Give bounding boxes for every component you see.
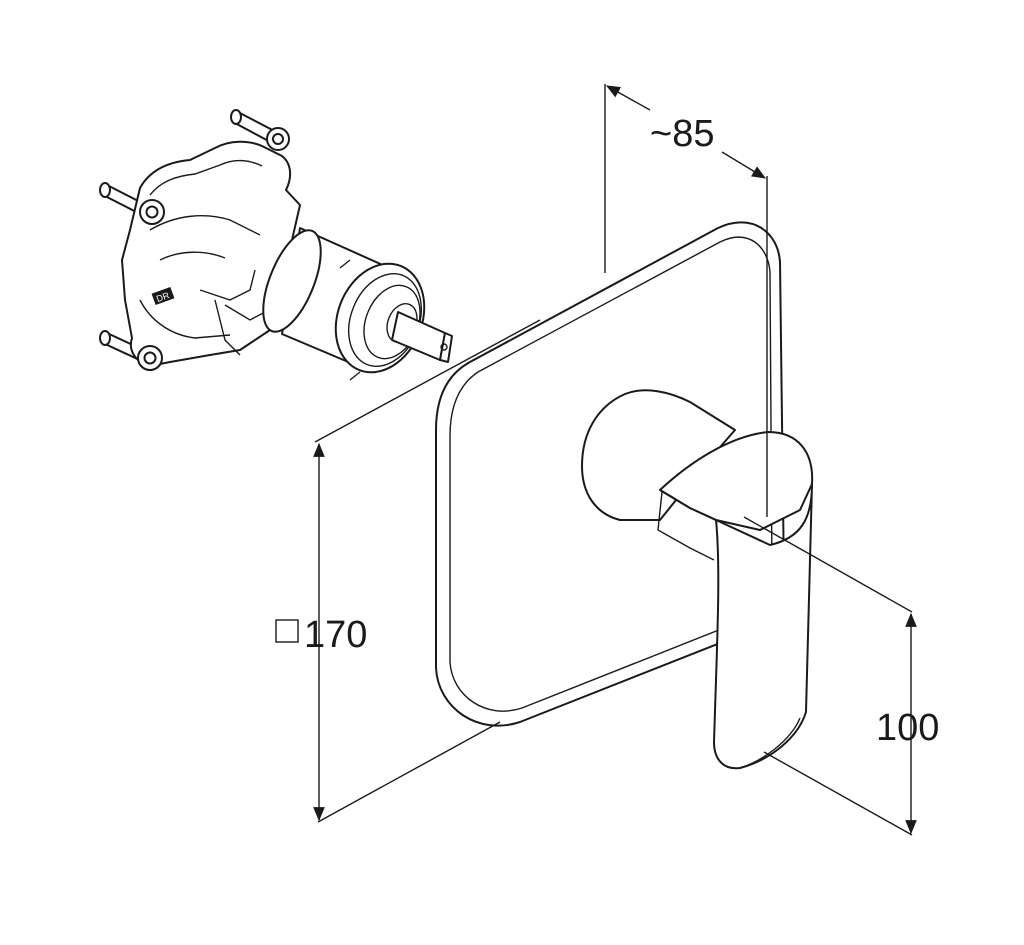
mixer-handle: [581, 389, 814, 770]
handle-lever-front: [659, 483, 813, 770]
svg-text:DR: DR: [155, 290, 171, 304]
washer-upper-left: [139, 199, 165, 225]
square-symbol-icon: [275, 619, 299, 643]
dimension-height: 100: [743, 516, 939, 836]
dimension-height-label: 100: [876, 707, 939, 749]
cover-plate-inner-edge: [449, 236, 773, 712]
mounting-bolt-top: [230, 109, 290, 151]
dimension-plate-label: 170: [304, 614, 367, 656]
dimension-depth-label: ~85: [650, 113, 714, 155]
handle-hub: [581, 389, 736, 521]
cartridge-spindle: [391, 311, 453, 363]
washer-lower-left: [137, 345, 163, 371]
dimension-depth: ~85: [604, 84, 768, 517]
concealed-body-illustration: DR: [99, 109, 453, 381]
dimension-plate: 170: [275, 319, 541, 823]
